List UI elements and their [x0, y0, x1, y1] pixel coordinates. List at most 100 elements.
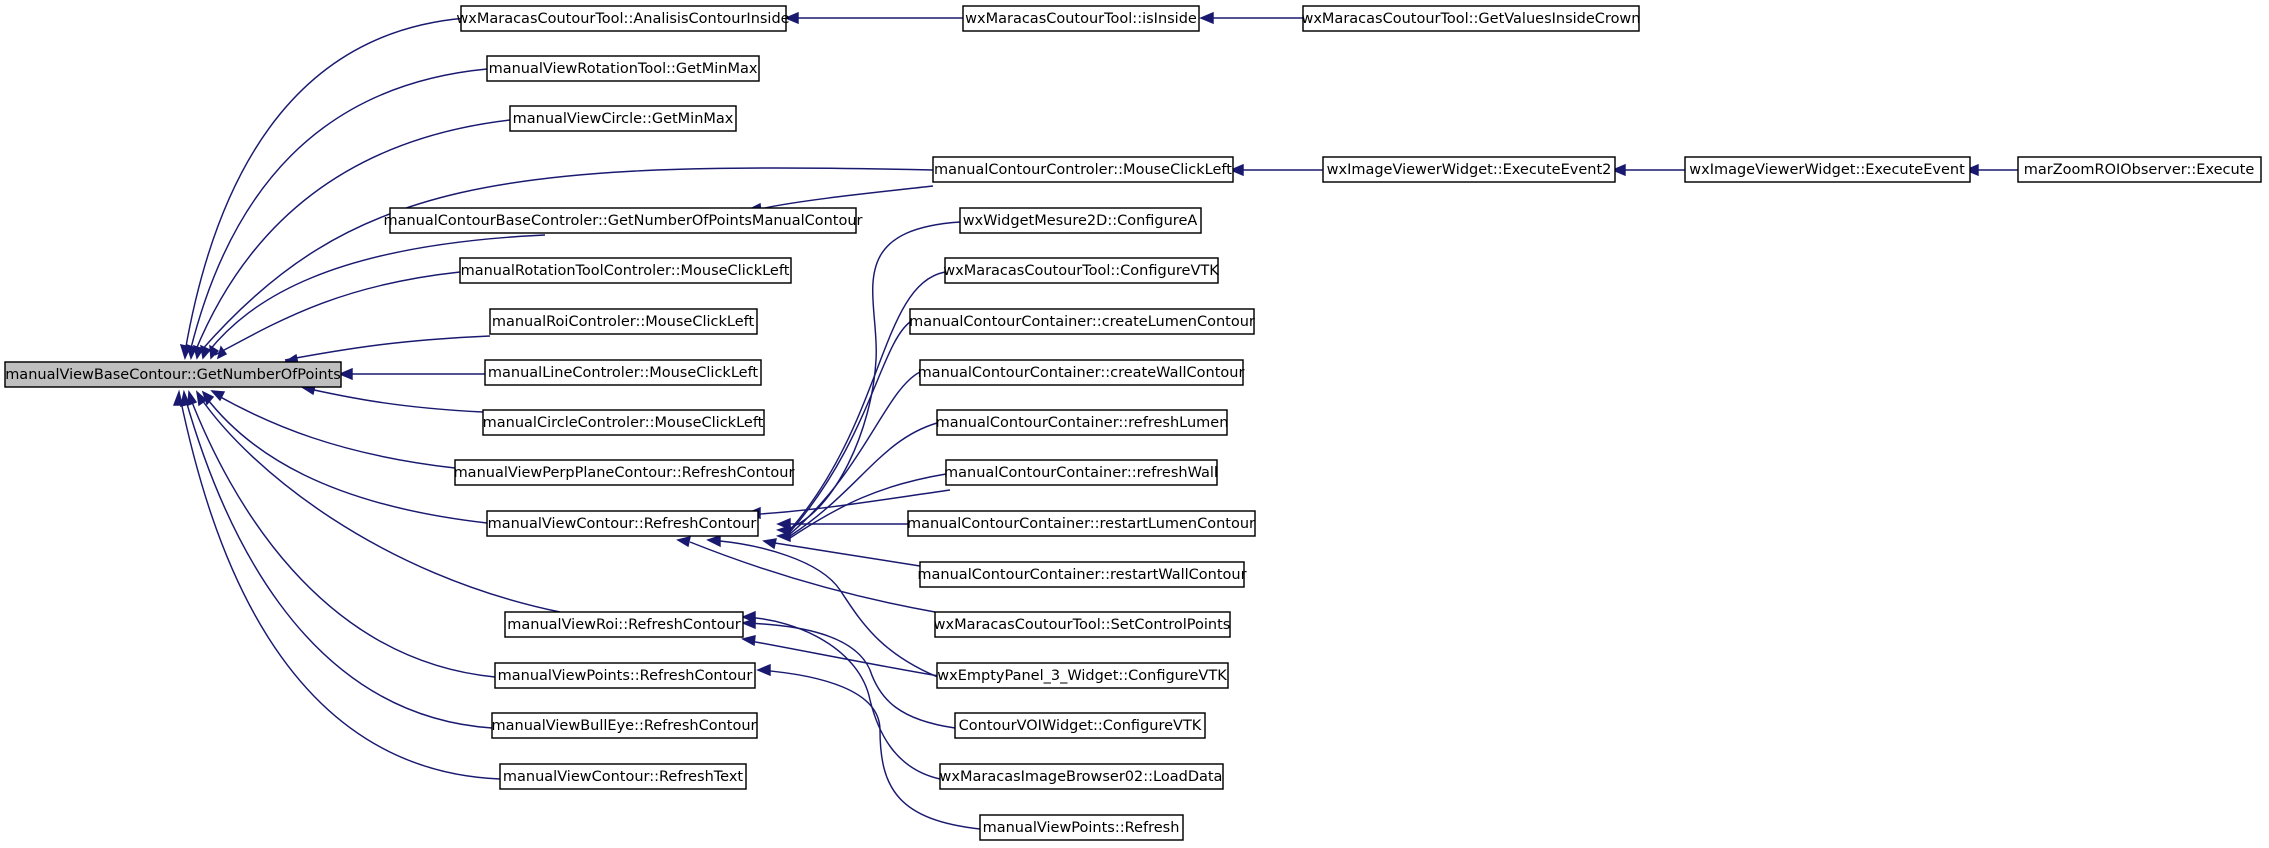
- node-view-points-refresh[interactable]: manualViewPoints::Refresh: [979, 814, 1184, 841]
- node-label: manualViewContour::RefreshContour: [488, 516, 757, 532]
- node-restart-wall-contour[interactable]: manualContourContainer::restartWallConto…: [917, 561, 1247, 588]
- node-restart-lumen-contour[interactable]: manualContourContainer::restartLumenCont…: [907, 510, 1256, 537]
- edge-circlectrl-to-root: [304, 387, 484, 413]
- edge-rottool-to-root: [189, 68, 488, 353]
- arrowhead: [200, 344, 212, 360]
- node-contour-voi-configure-vtk[interactable]: ContourVOIWidget::ConfigureVTK: [954, 712, 1206, 739]
- arrowhead: [1964, 163, 1979, 177]
- node-label: manualLineControler::MouseClickLeft: [488, 365, 759, 381]
- arrowhead: [1611, 163, 1626, 177]
- node-view-contour-refresh-contour[interactable]: manualViewContour::RefreshContour: [486, 510, 759, 537]
- arrowhead: [195, 390, 208, 407]
- node-base-controler-get-number-of-points[interactable]: manualContourBaseControler::GetNumberOfP…: [383, 207, 863, 234]
- node-label: manualRoiControler::MouseClickLeft: [492, 314, 755, 330]
- nodes: manualViewBaseContour::GetNumberOfPoints…: [4, 5, 2262, 841]
- arrowhead: [762, 538, 777, 550]
- node-label: manualViewContour::RefreshText: [503, 769, 744, 785]
- arrowhead: [1199, 11, 1214, 25]
- node-image-browser-load-data[interactable]: wxMaracasImageBrowser02::LoadData: [939, 763, 1224, 790]
- node-label: marZoomROIObserver::Execute: [2024, 162, 2255, 178]
- edges: [179, 17, 2018, 830]
- edge-refreshlumen-to-vcrefresh: [789, 422, 938, 537]
- node-analisis-contour-inside[interactable]: wxMaracasCoutourTool::AnalisisContourIns…: [456, 5, 790, 32]
- node-label: manualContourControler::MouseClickLeft: [934, 162, 1232, 178]
- node-label: manualContourContainer::refreshWall: [944, 465, 1218, 481]
- arrowheads: [172, 11, 1979, 677]
- node-label: manualViewCircle::GetMinMax: [513, 111, 734, 127]
- arrowhead: [187, 389, 198, 407]
- edge-wallrefresh-top-to-vcrefresh: [759, 489, 951, 515]
- edge-ccmouse-to-root: [199, 167, 934, 353]
- arrowhead: [741, 635, 756, 647]
- node-circle-controler-mouse-click-left[interactable]: manualCircleControler::MouseClickLeft: [482, 409, 765, 436]
- edge-voicfg-to-roirefresh: [744, 622, 956, 729]
- arrowhead: [784, 11, 799, 25]
- node-line-controler-mouse-click-left[interactable]: manualLineControler::MouseClickLeft: [484, 359, 762, 386]
- edge-pointsrefresh2-to-pointsrefresh: [759, 669, 981, 830]
- node-create-lumen-contour[interactable]: manualContourContainer::createLumenConto…: [909, 308, 1255, 335]
- arrowhead: [172, 389, 183, 406]
- node-label: manualCircleControler::MouseClickLeft: [483, 415, 764, 431]
- edge-perp-to-root: [214, 393, 456, 469]
- edge-vctext-to-root: [179, 396, 501, 780]
- node-root[interactable]: manualViewBaseContour::GetNumberOfPoints: [4, 361, 342, 388]
- node-label: wxMaracasCoutourTool::GetValuesInsideCro…: [1301, 11, 1640, 27]
- node-view-bull-eye-refresh-contour[interactable]: manualViewBullEye::RefreshContour: [491, 712, 758, 739]
- edge-restartwall-to-vcrefresh: [774, 542, 921, 567]
- node-is-inside[interactable]: wxMaracasCoutourTool::isInside: [962, 5, 1200, 32]
- node-set-control-points[interactable]: wxMaracasCoutourTool::SetControlPoints: [934, 611, 1231, 638]
- node-image-viewer-execute-event2[interactable]: wxImageViewerWidget::ExecuteEvent2: [1322, 156, 1616, 183]
- node-label: manualContourContainer::createLumenConto…: [909, 314, 1255, 330]
- edge-refreshwall-to-vcrefresh: [789, 473, 947, 539]
- arrowhead: [185, 343, 198, 360]
- node-label: manualViewPoints::RefreshContour: [498, 668, 753, 684]
- edge-analisis-to-root: [184, 17, 468, 353]
- arrowhead: [216, 345, 228, 360]
- node-image-viewer-execute-event[interactable]: wxImageViewerWidget::ExecuteEvent: [1684, 156, 1971, 183]
- node-label: manualContourContainer::createWallContou…: [918, 365, 1245, 381]
- node-label: manualContourContainer::refreshLumen: [936, 415, 1229, 431]
- node-circle-get-min-max[interactable]: manualViewCircle::GetMinMax: [509, 105, 737, 132]
- edge-pointsrefresh-to-root: [189, 396, 496, 678]
- node-widget-mesure-2d-configure-a[interactable]: wxWidgetMesure2D::ConfigureA: [959, 207, 1202, 234]
- node-contour-controler-mouse-click-left[interactable]: manualContourControler::MouseClickLeft: [932, 156, 1234, 183]
- edge-basegetnum-to-root: [207, 234, 546, 353]
- node-label: manualViewRoi::RefreshContour: [507, 617, 740, 633]
- node-empty-panel-3-configure-vtk[interactable]: wxEmptyPanel_3_Widget::ConfigureVTK: [936, 662, 1229, 689]
- arrowhead: [210, 390, 226, 402]
- node-create-wall-contour[interactable]: manualContourContainer::createWallContou…: [918, 359, 1245, 386]
- node-rotation-tool-controler-mouse-click-left[interactable]: manualRotationToolControler::MouseClickL…: [459, 257, 792, 284]
- edge-createlumen-to-vcrefresh: [789, 321, 911, 533]
- node-refresh-wall[interactable]: manualContourContainer::refreshWall: [944, 459, 1218, 486]
- node-get-values-inside-crown[interactable]: wxMaracasCoutourTool::GetValuesInsideCro…: [1301, 5, 1641, 32]
- node-label: manualViewPoints::Refresh: [983, 820, 1180, 836]
- node-label: wxImageViewerWidget::ExecuteEvent2: [1327, 162, 1612, 178]
- node-coutour-tool-configure-vtk[interactable]: wxMaracasCoutourTool::ConfigureVTK: [943, 257, 1219, 284]
- node-view-points-refresh-contour[interactable]: manualViewPoints::RefreshContour: [494, 662, 756, 689]
- node-label: ContourVOIWidget::ConfigureVTK: [959, 718, 1202, 734]
- node-perp-plane-contour-refresh-contour[interactable]: manualViewPerpPlaneContour::RefreshConto…: [454, 459, 795, 486]
- arrowhead: [180, 389, 190, 407]
- edge-setcp-to-vcrefresh: [689, 541, 936, 613]
- node-view-contour-refresh-text[interactable]: manualViewContour::RefreshText: [499, 763, 747, 790]
- arrowhead: [1229, 163, 1244, 177]
- node-view-roi-refresh-contour[interactable]: manualViewRoi::RefreshContour: [504, 611, 744, 638]
- node-label: wxWidgetMesure2D::ConfigureA: [963, 213, 1198, 229]
- arrowhead: [756, 663, 771, 677]
- node-label: manualContourContainer::restartWallConto…: [917, 567, 1246, 583]
- node-label: wxEmptyPanel_3_Widget::ConfigureVTK: [937, 668, 1227, 684]
- arrowhead: [201, 390, 215, 406]
- arrowhead: [676, 536, 691, 548]
- node-label: wxMaracasCoutourTool::AnalisisContourIns…: [456, 11, 789, 27]
- node-roi-controler-mouse-click-left[interactable]: manualRoiControler::MouseClickLeft: [489, 308, 758, 335]
- node-label: manualViewBullEye::RefreshContour: [492, 718, 757, 734]
- node-label: manualRotationToolControler::MouseClickL…: [461, 263, 790, 279]
- node-refresh-lumen[interactable]: manualContourContainer::refreshLumen: [936, 409, 1229, 436]
- edge-empty3-to-vcrefresh: [719, 540, 946, 681]
- node-rotation-tool-get-min-max[interactable]: manualViewRotationTool::GetMinMax: [486, 55, 760, 82]
- node-mar-zoom-roi-observer-execute[interactable]: marZoomROIObserver::Execute: [2017, 156, 2262, 183]
- edge-ccmouse-to-basegetnum: [759, 185, 934, 210]
- arrowhead: [775, 530, 791, 543]
- edge-browserload-to-roirefresh: [744, 616, 941, 780]
